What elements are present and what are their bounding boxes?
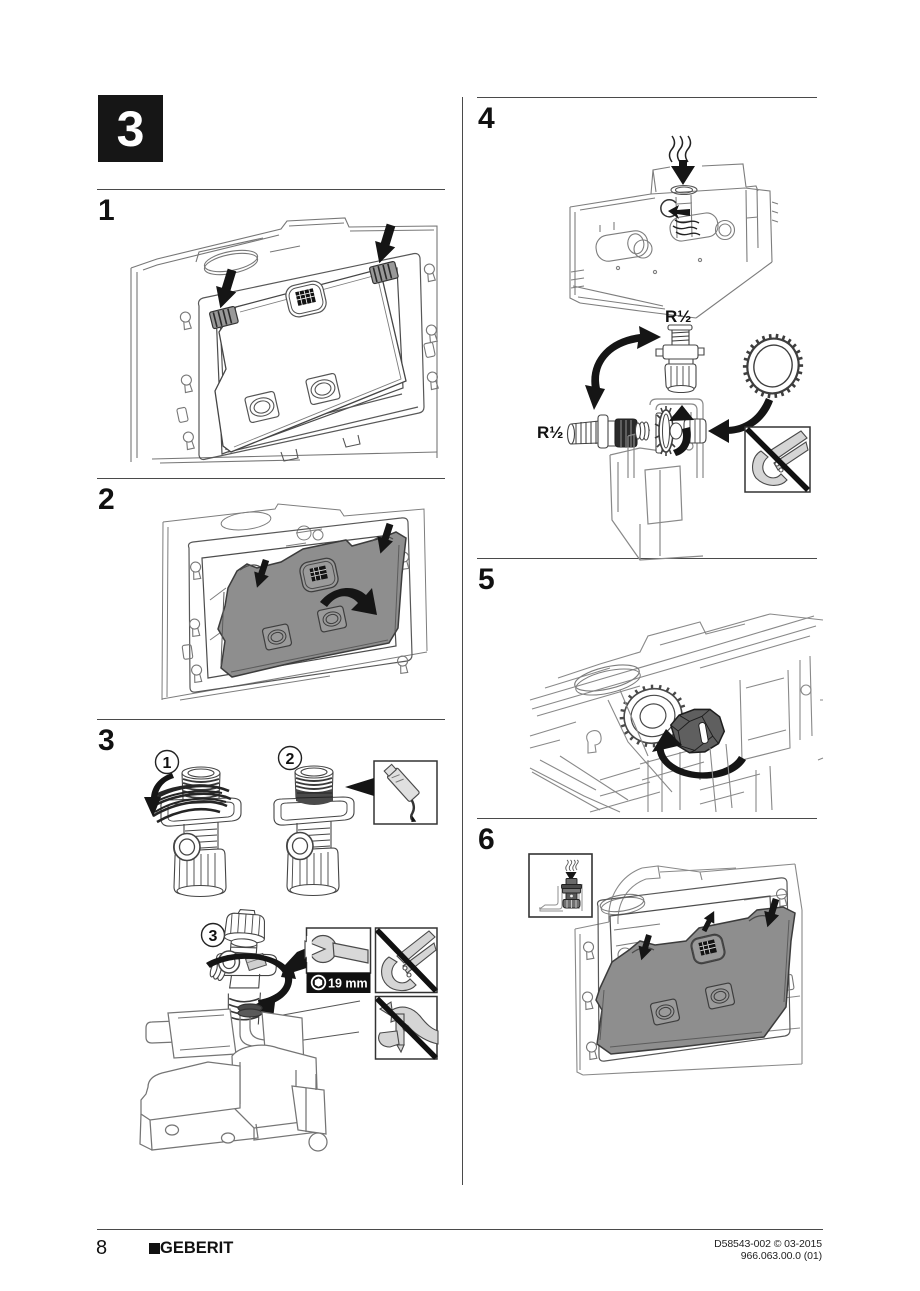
svg-text:19 mm: 19 mm: [328, 977, 368, 991]
svg-text:2: 2: [286, 751, 295, 768]
svg-text:R½: R½: [537, 423, 563, 442]
svg-text:3: 3: [209, 928, 218, 945]
svg-text:1: 1: [163, 755, 172, 772]
svg-text:R½: R½: [665, 307, 691, 326]
